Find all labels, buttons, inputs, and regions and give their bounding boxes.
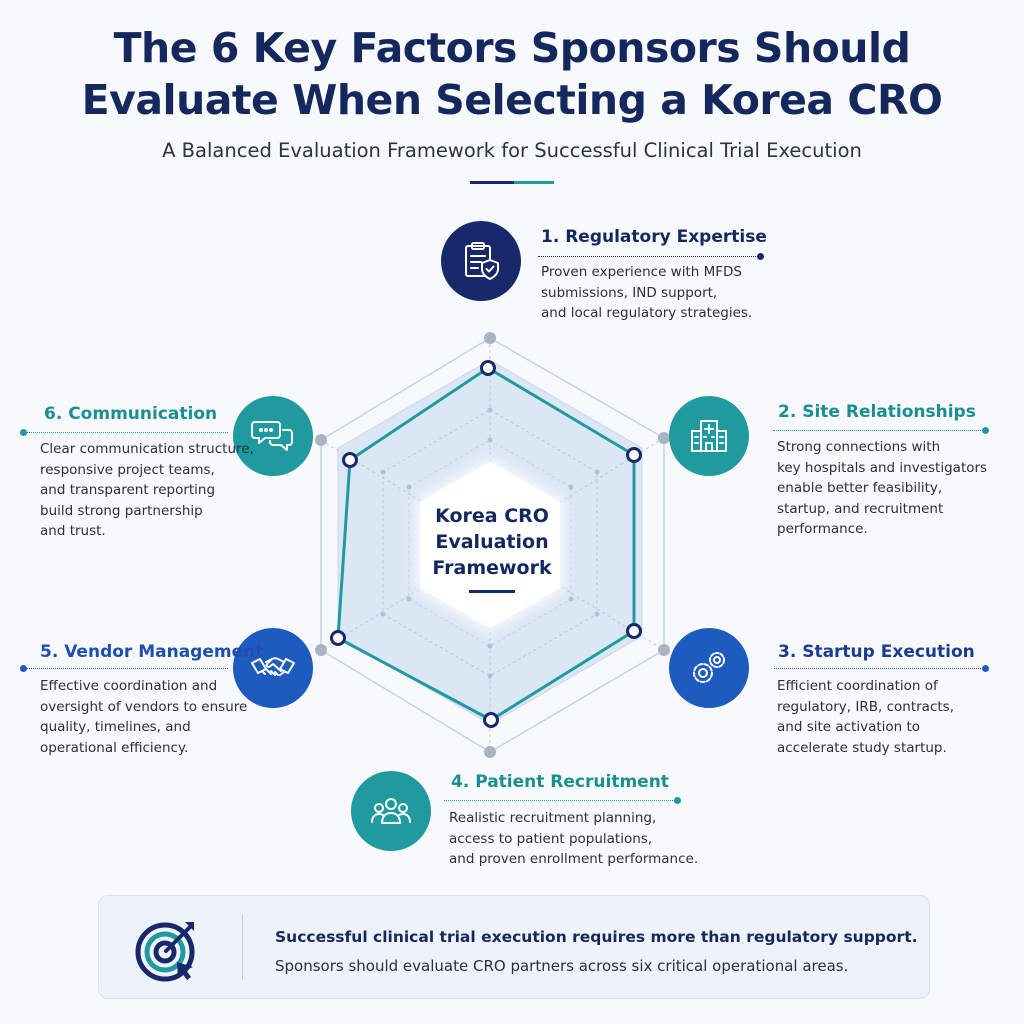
target-arrow-icon [135, 922, 195, 982]
factor-6-leader-dot [20, 429, 27, 436]
factor-3-leader [774, 665, 989, 672]
factor-6-leader [20, 429, 228, 436]
factor-4-desc-line: and proven enrollment performance. [449, 851, 699, 867]
center-label: Korea CRO Evaluation Framework [412, 503, 572, 581]
title-line-1: The 6 Key Factors Sponsors Should [113, 24, 911, 72]
factor-6-title: 6. Communication [44, 404, 218, 424]
factor-6-desc-line: Clear communication structure, [40, 441, 254, 457]
factor-5-desc-line: operational efficiency. [40, 739, 189, 756]
center-label-line-2: Evaluation [435, 531, 549, 553]
factor-5-desc-line: oversight of vendors to ensure [40, 698, 248, 715]
factor-2-leader-dot [982, 427, 989, 434]
factor-4-leader-dot [674, 797, 681, 804]
clipboard-shield-icon [441, 221, 521, 301]
factor-3-leader-dot [982, 665, 989, 672]
factor-5-description: Effective coordination and oversight of … [40, 676, 247, 758]
outer-vertex-dots [315, 332, 670, 758]
factor-2-desc-line: Strong connections with [777, 439, 941, 455]
factor-1-leader-dot [757, 253, 764, 260]
factor-6-description: Clear communication structure, responsiv… [40, 439, 254, 542]
title-underline-teal [514, 181, 554, 184]
center-underline [469, 590, 515, 593]
factor-2-desc-line: enable better feasibility, [777, 480, 943, 496]
factor-6-desc-line: and transparent reporting [40, 482, 216, 498]
banner-line-2: Sponsors should evaluate CRO partners ac… [275, 957, 849, 975]
factor-2-desc-line: key hospitals and investigators [777, 459, 988, 476]
title-underline-navy [470, 181, 514, 184]
factor-5-desc-line: Effective coordination and [40, 678, 218, 694]
center-label-line-1: Korea CRO [435, 505, 549, 527]
factor-2-description: Strong connections with key hospitals an… [777, 437, 987, 540]
factor-1-desc-line: and local regulatory strategies. [541, 305, 753, 321]
hospital-icon [669, 396, 749, 476]
factor-1-desc-line: Proven experience with MFDS [541, 264, 742, 280]
factor-3-title: 3. Startup Execution [778, 642, 975, 662]
factor-4-title: 4. Patient Recruitment [451, 772, 669, 792]
gears-icon [669, 628, 749, 708]
factor-4-leader [444, 797, 681, 804]
factor-4-desc-line: Realistic recruitment planning, [449, 810, 657, 826]
factor-1-description: Proven experience with MFDS submissions,… [541, 262, 752, 324]
chat-bubbles-icon [233, 396, 313, 476]
factor-5-title: 5. Vendor Management [40, 642, 264, 662]
factor-3-desc-line: Efficient coordination of [777, 678, 938, 694]
factor-2-title: 2. Site Relationships [778, 402, 976, 422]
score-points [330, 360, 642, 728]
factor-6-desc-line: and trust. [40, 523, 106, 539]
handshake-icon [233, 628, 313, 708]
factor-5-desc-line: quality, timelines, and [40, 719, 191, 735]
center-label-line-3: Framework [432, 557, 552, 579]
factor-2-desc-line: startup, and recruitment [777, 500, 944, 517]
factor-1-desc-line: submissions, IND support, [541, 284, 718, 301]
title-line-2: Evaluate When Selecting a Korea CRO [81, 76, 943, 124]
factor-5-leader-dot [20, 665, 27, 672]
factor-6-desc-line: responsive project teams, [40, 461, 215, 478]
factor-6-desc-line: build strong partnership [40, 502, 203, 519]
factor-2-desc-line: performance. [777, 521, 868, 537]
ring-dots [380, 407, 600, 679]
factor-1-leader [538, 253, 764, 260]
factor-3-description: Efficient coordination of regulatory, IR… [777, 676, 954, 758]
banner-line-1: Successful clinical trial execution requ… [275, 928, 918, 946]
factor-4-description: Realistic recruitment planning, access t… [449, 808, 698, 870]
factor-4-desc-line: access to patient populations, [449, 830, 653, 847]
factor-1-title: 1. Regulatory Expertise [541, 227, 767, 247]
factor-3-desc-line: accelerate study startup. [777, 739, 947, 756]
banner-separator [242, 914, 243, 980]
people-icon [351, 771, 431, 851]
factor-3-desc-line: regulatory, IRB, contracts, [777, 698, 954, 715]
subtitle: A Balanced Evaluation Framework for Succ… [162, 139, 862, 162]
factor-5-leader [20, 665, 228, 672]
center-hexagon [420, 462, 560, 628]
factor-2-leader [773, 427, 989, 434]
summary-banner: Successful clinical trial execution requ… [98, 895, 930, 999]
factor-3-desc-line: and site activation to [777, 719, 921, 735]
